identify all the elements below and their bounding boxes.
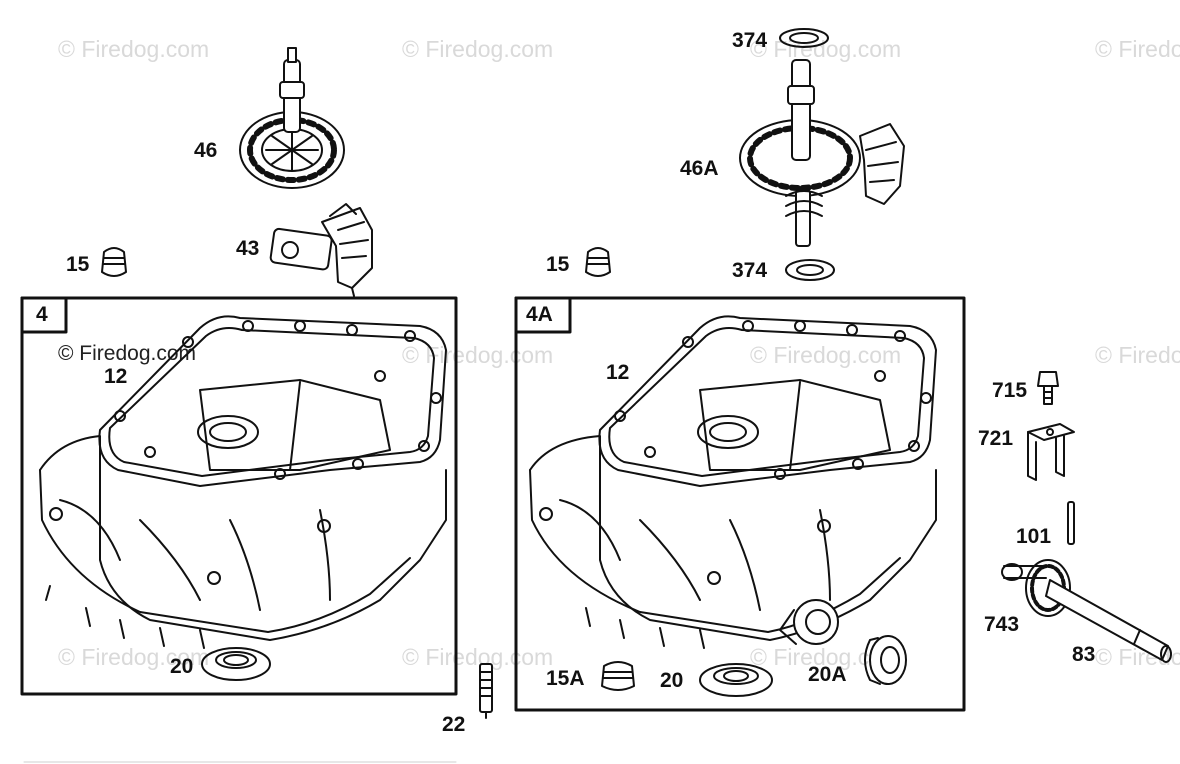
- plug-part-15-right: [585, 247, 611, 277]
- callout-22: 22: [442, 713, 466, 736]
- callout-715: 715: [992, 379, 1028, 402]
- callout-721: 721: [978, 427, 1014, 450]
- callout-12-left: 12: [104, 365, 128, 388]
- callout-743: 743: [984, 613, 1020, 636]
- oil-seal-part-20-left: [201, 647, 271, 681]
- pin-part-101: [1067, 501, 1075, 545]
- box-4a-tag: 4A: [526, 303, 553, 326]
- callout-15-left: 15: [66, 253, 90, 276]
- washer-part-374-top: [779, 28, 829, 48]
- watermark: © Firedog.com: [402, 644, 554, 670]
- bracket-part-721: [1027, 423, 1075, 481]
- crankcase-sump-left: [39, 315, 447, 649]
- washer-part-374-bottom: [785, 259, 835, 281]
- stud-part-22: [479, 663, 493, 719]
- box-4a-tag-frame: [514, 296, 572, 334]
- box-4-frame: [20, 296, 458, 696]
- shaft-part-83: [1045, 579, 1172, 663]
- oil-seal-part-20-right: [699, 663, 773, 697]
- box-4-tag: 4: [36, 303, 48, 326]
- callout-15a: 15A: [546, 667, 585, 690]
- plug-part-15a: [601, 661, 635, 691]
- box-4-tag-frame: [20, 296, 68, 334]
- cam-gear-part-46a: [739, 59, 905, 247]
- watermark: © Firedog.com: [402, 342, 554, 368]
- watermark: © Firedog.com: [750, 36, 902, 62]
- seal-part-20a: [864, 635, 907, 685]
- callout-20a: 20A: [808, 663, 847, 686]
- callout-101: 101: [1016, 525, 1052, 548]
- cam-gear-part-46: [239, 47, 345, 189]
- callout-43: 43: [236, 237, 260, 260]
- callout-374-top: 374: [732, 29, 768, 52]
- compression-release-part-43: [269, 203, 373, 297]
- watermark: © Firedog.com: [1095, 36, 1180, 62]
- plug-part-15-left: [101, 247, 127, 277]
- watermark: © Firedog.com: [58, 644, 210, 670]
- callout-83: 83: [1072, 643, 1096, 666]
- callout-12-right: 12: [606, 361, 630, 384]
- callout-20-left: 20: [170, 655, 194, 678]
- watermark: © Firedog.com: [58, 342, 197, 365]
- crankcase-sump-right: [529, 315, 937, 649]
- watermark: © Firedog.com: [1095, 342, 1180, 368]
- watermark: © Firedog.com: [750, 342, 902, 368]
- box-4a-frame: [514, 296, 966, 712]
- callout-46: 46: [194, 139, 218, 162]
- watermark: © Firedog.com: [402, 36, 554, 62]
- callout-374-bottom: 374: [732, 259, 768, 282]
- callout-15-right: 15: [546, 253, 570, 276]
- watermark: © Firedog.com: [58, 36, 210, 62]
- callout-46a: 46A: [680, 157, 719, 180]
- callout-20-right: 20: [660, 669, 684, 692]
- screw-part-715: [1037, 371, 1059, 405]
